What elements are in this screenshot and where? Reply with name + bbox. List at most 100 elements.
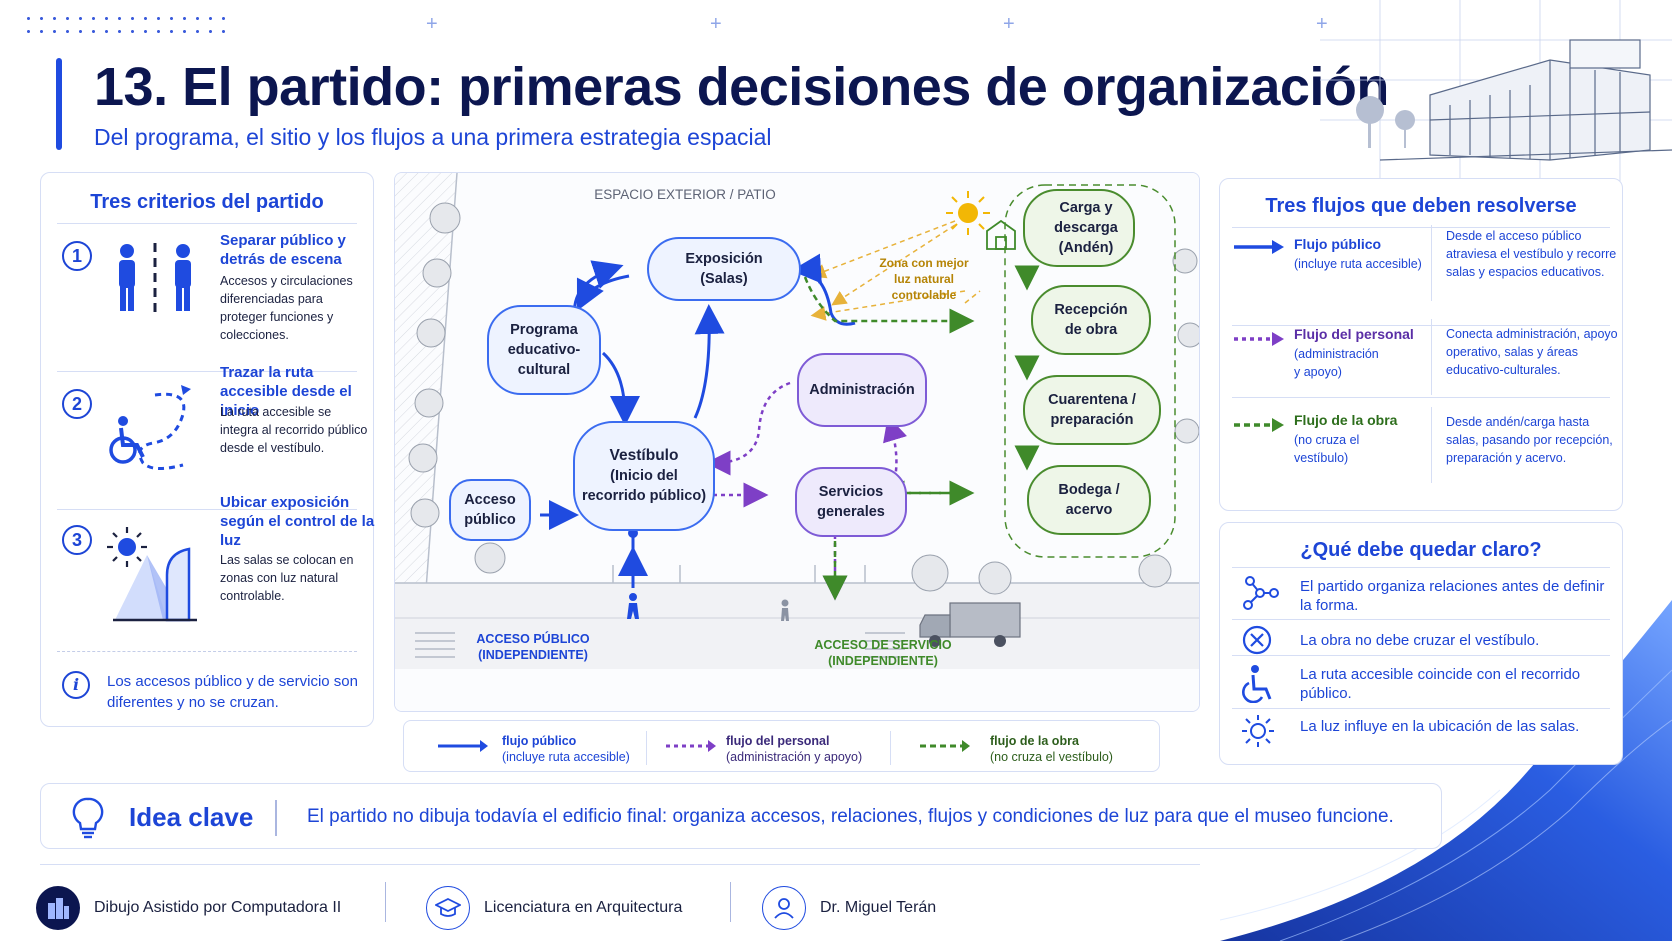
divider (1431, 225, 1432, 301)
plus-mark: + (426, 13, 438, 35)
sun-light-icon (107, 527, 197, 622)
footer-author: Dr. Miguel Terán (762, 886, 936, 930)
key-point: El partido organiza relaciones antes de … (1300, 578, 1605, 614)
divider (646, 731, 647, 765)
pedestrian-icon (781, 599, 789, 621)
legend-public-sub: (incluye ruta accesible) (502, 750, 630, 764)
organization-diagram: ESPACIO EXTERIOR / PATIO Exposición (Sal… (394, 172, 1200, 712)
divider (1232, 655, 1610, 656)
footer-course: Dibujo Asistido por Computadora II (36, 886, 341, 930)
node-recepcion-obra[interactable]: Recepción de obra (1031, 285, 1151, 355)
wheelchair-route-icon (109, 385, 191, 470)
node-programa-educativo[interactable]: Programa educativo- cultural (487, 305, 601, 395)
divider (1232, 567, 1610, 568)
legend-public-title: flujo público (502, 734, 577, 748)
legend-staff-title: flujo del personal (726, 734, 830, 748)
building-illustration (1320, 0, 1672, 185)
node-acceso-publico[interactable]: Acceso público (449, 479, 531, 541)
legend-works-title: flujo de la obra (990, 734, 1079, 748)
key-points-panel: ¿Qué debe quedar claro? El partido organ… (1219, 522, 1623, 765)
node-bodega-acervo[interactable]: Bodega / acervo (1027, 465, 1151, 535)
divider (1431, 407, 1432, 483)
footer-degree: Licenciatura en Arquitectura (426, 886, 682, 930)
lightbulb-icon (72, 797, 104, 839)
key-point: La ruta accesible coincide con el recorr… (1300, 666, 1581, 702)
public-access-label: ACCESO PÚBLICO (INDEPENDIENTE) (476, 632, 590, 662)
vestibulo-title: Vestíbulo (609, 447, 679, 464)
key-idea-label: Idea clave (129, 802, 254, 832)
truck-icon (919, 602, 1021, 647)
criterion-number: 2 (62, 389, 92, 419)
legend-staff-line (666, 740, 716, 752)
divider (57, 651, 357, 652)
divider (1232, 708, 1610, 709)
legend-works-sub: (no cruza el vestíbulo) (990, 750, 1113, 764)
flow-staff-title: Flujo del personal (1294, 326, 1414, 342)
title-accent-bar (56, 58, 62, 150)
criterion-number: 3 (62, 525, 92, 555)
criteria-panel: Tres criterios del partido 1 Separar púb… (40, 172, 374, 727)
legend-public-line (438, 740, 488, 752)
degree-name: Licenciatura en Arquitectura (484, 899, 683, 916)
node-cuarentena[interactable]: Cuarentena / preparación (1023, 375, 1161, 445)
criterion-title: Separar público y detrás de escena (220, 232, 346, 268)
staff-flow-arrow-icon (1234, 332, 1284, 346)
divider (1232, 325, 1610, 326)
flow-works-description: Desde andén/carga hasta salas, pasando p… (1446, 415, 1613, 465)
people-divider-icon (119, 243, 191, 313)
divider (275, 800, 277, 836)
access-note: Los accesos público y de servicio son di… (107, 673, 358, 711)
divider (57, 223, 357, 224)
divider (1232, 227, 1610, 228)
sun-icon (946, 191, 990, 235)
flow-legend: flujo público (incluye ruta accesible) f… (403, 720, 1160, 772)
flow-public-sub: (incluye ruta accesible) (1294, 257, 1422, 271)
legend-staff: flujo del personal (administración y apo… (726, 733, 862, 765)
key-point: La obra no debe cruzar el vestíbulo. (1300, 632, 1540, 649)
divider (1431, 319, 1432, 395)
criterion-description: Accesos y circulaciones diferenciadas pa… (220, 274, 353, 342)
flow-staff-sub: (administración y apoyo) (1294, 347, 1379, 379)
node-administracion[interactable]: Administración (797, 353, 927, 427)
graduation-cap-icon (426, 886, 470, 930)
legend-public: flujo público (incluye ruta accesible) (502, 733, 630, 765)
dock-icon (986, 219, 1016, 250)
criterion-description: La ruta accesible se integra al recorrid… (220, 405, 368, 455)
key-idea-banner: Idea clave El partido no dibuja todavía … (40, 783, 1442, 849)
plus-mark: + (1003, 13, 1015, 35)
flows-panel-title: Tres flujos que deben resolverse (1265, 195, 1577, 217)
node-exposicion[interactable]: Exposición (Salas) (647, 237, 801, 301)
exterior-label: ESPACIO EXTERIOR / PATIO (594, 187, 776, 202)
service-access-label: ACCESO DE SERVICIO (INDEPENDIENTE) (814, 638, 952, 668)
flow-public-description: Desde el acceso público atraviesa el ves… (1446, 229, 1617, 279)
flow-public-title: Flujo público (1294, 236, 1382, 252)
criterion-title: Trazar la ruta accesible desde el inicio (220, 364, 352, 419)
divider (385, 882, 386, 922)
flow-staff-description: Conecta administración, apoyo operativo,… (1446, 327, 1618, 377)
node-servicios-generales[interactable]: Servicios generales (795, 467, 907, 537)
legend-works-line (920, 740, 970, 752)
cross-circle-icon (1242, 625, 1272, 655)
user-icon (762, 886, 806, 930)
works-flow-arrow-icon (1234, 418, 1284, 432)
node-vestibulo[interactable]: Vestíbulo (Inicio del recorrido público) (573, 421, 715, 531)
flow-works-title: Flujo de la obra (1294, 412, 1398, 428)
key-points-title: ¿Qué debe quedar claro? (1300, 539, 1542, 561)
street (395, 583, 1199, 669)
node-carga-descarga[interactable]: Carga y descarga (Andén) (1023, 189, 1135, 267)
service-zone-boundary (1004, 184, 1176, 558)
vestibulo-subtitle: (Inicio del recorrido público) (581, 468, 707, 504)
criterion-number: 1 (62, 241, 92, 271)
wheelchair-icon (1242, 665, 1272, 703)
key-idea-text: El partido no dibuja todavía el edificio… (307, 806, 1394, 827)
divider (57, 371, 357, 372)
network-icon (1243, 576, 1279, 610)
criterion-title: Ubicar exposición según el control de la… (220, 494, 375, 549)
dot-pattern (22, 12, 232, 42)
plus-mark: + (1316, 13, 1328, 35)
author-name: Dr. Miguel Terán (820, 899, 937, 916)
light-zone-label: Zona con mejor luz natural controlable (879, 256, 969, 302)
divider (1232, 397, 1610, 398)
flow-works-sub: (no cruza el vestíbulo) (1294, 433, 1360, 465)
divider (57, 509, 357, 510)
